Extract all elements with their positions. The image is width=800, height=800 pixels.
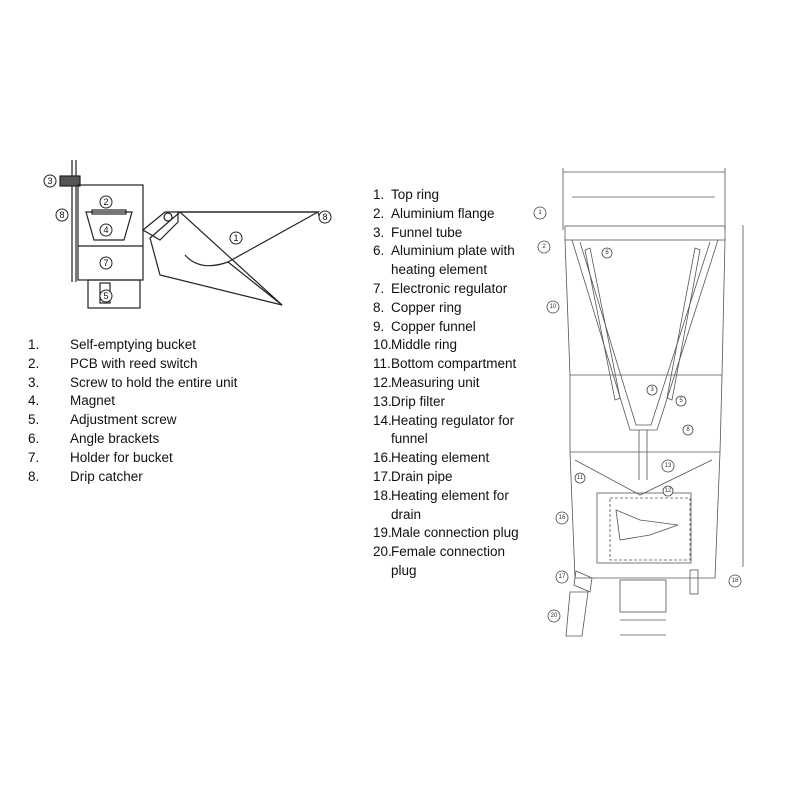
gauge-callout-12: 12 bbox=[665, 488, 672, 494]
legend-item: 6.Angle brackets bbox=[28, 430, 160, 446]
callout-5: 5 bbox=[103, 291, 108, 301]
gauge-callout-13: 13 bbox=[665, 463, 672, 469]
legend-item: 8.Drip catcher bbox=[28, 468, 143, 484]
legend-item: 8.Copper ring bbox=[373, 299, 462, 315]
legend-item: 3.Funnel tube bbox=[373, 224, 463, 240]
legend-item: 1.Self-emptying bucket bbox=[28, 337, 197, 352]
legend-item: 17.Drain pipe bbox=[373, 468, 453, 484]
gauge-callout-20: 20 bbox=[551, 613, 558, 619]
legend-item: 1.Top ring bbox=[373, 187, 440, 202]
gauge-callout-1: 1 bbox=[538, 210, 542, 216]
gauge-callout-5: 5 bbox=[679, 398, 683, 404]
legend-item: 11.Bottom compartment bbox=[373, 356, 517, 372]
legend-item: 4.Magnet bbox=[28, 393, 116, 409]
legend-item: 14.Heating regulator for funnel bbox=[373, 412, 515, 447]
legend-item: 16.Heating element bbox=[373, 450, 490, 466]
legend-item: 9.Copper funnel bbox=[373, 318, 476, 334]
callout-8: 8 bbox=[59, 210, 64, 220]
gauge-callout-18: 18 bbox=[732, 578, 739, 584]
gauge-callout-17: 17 bbox=[559, 574, 566, 580]
callout-1: 1 bbox=[233, 233, 238, 243]
legend-item: 20.Female connection plug bbox=[373, 544, 506, 578]
callout-2: 2 bbox=[103, 197, 108, 207]
legend-item: 12.Measuring unit bbox=[373, 374, 480, 390]
legend-item: 18.Heating element for drain bbox=[373, 487, 509, 522]
legend-item: 6.Aluminium plate with heating element bbox=[373, 243, 515, 278]
callout-8b: 8 bbox=[322, 212, 327, 222]
legend-item: 3.Screw to hold the entire unit bbox=[28, 374, 238, 390]
callout-4: 4 bbox=[103, 225, 108, 235]
bucket-unit-legend: 1.Self-emptying bucket 2.PCB with reed s… bbox=[28, 336, 237, 486]
legend-item: 2.PCB with reed switch bbox=[28, 355, 198, 371]
gauge-callout-6: 6 bbox=[605, 250, 609, 256]
legend-item: 13.Drip filter bbox=[373, 393, 446, 409]
rain-gauge-legend: 1.Top ring 2.Aluminium flange 3.Funnel t… bbox=[373, 186, 519, 581]
callout-7: 7 bbox=[103, 258, 108, 268]
legend-item: 19.Male connection plug bbox=[373, 525, 519, 541]
gauge-callout-10: 10 bbox=[550, 304, 557, 310]
callout-3: 3 bbox=[47, 176, 52, 186]
legend-item: 2.Aluminium flange bbox=[373, 205, 495, 221]
gauge-callout-16: 16 bbox=[559, 515, 566, 521]
gauge-callout-2: 2 bbox=[542, 244, 546, 250]
gauge-callout-8: 8 bbox=[686, 427, 690, 433]
legend-item: 7.Holder for bucket bbox=[28, 449, 173, 465]
legend-item: 10.Middle ring bbox=[373, 337, 458, 353]
legend-item: 7.Electronic regulator bbox=[373, 280, 508, 296]
legend-item: 5.Adjustment screw bbox=[28, 412, 177, 428]
gauge-callout-11: 11 bbox=[577, 475, 584, 481]
gauge-callout-3: 3 bbox=[650, 387, 654, 393]
